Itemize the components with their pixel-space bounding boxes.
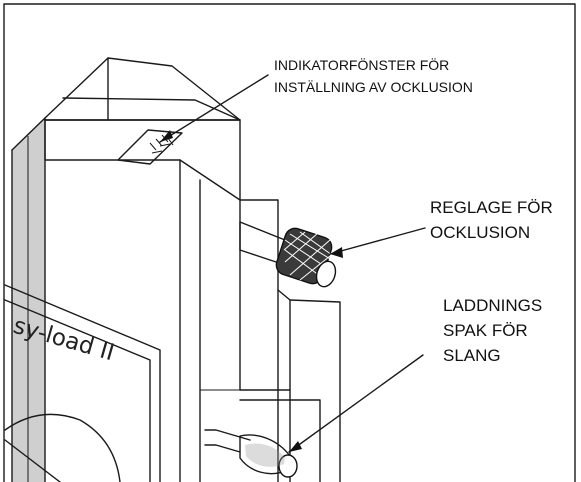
tube-loading-lever[interactable] (204, 429, 298, 478)
callout-lever-line2: SPAK FÖR (443, 321, 528, 340)
indicator-window (117, 129, 183, 165)
callout-indicator-window-line2: INSTÄLLNING AV OCKLUSION (274, 79, 473, 95)
callout-arrows (159, 74, 426, 453)
callout-occlusion-knob-line2: OCKLUSION (430, 223, 530, 242)
pump-front-face (44, 119, 341, 482)
rotor-housing (4, 413, 121, 482)
image-frame (3, 3, 576, 482)
callout-lever-line3: SLANG (443, 346, 501, 365)
callout-lever-line1: LADDNINGS (443, 296, 542, 315)
callout-occlusion-knob-line1: REGLAGE FÖR (430, 198, 553, 217)
occlusion-knob[interactable] (239, 221, 339, 289)
callout-indicator-window-line1: INDIKATORFÖNSTER FÖR (274, 56, 449, 73)
